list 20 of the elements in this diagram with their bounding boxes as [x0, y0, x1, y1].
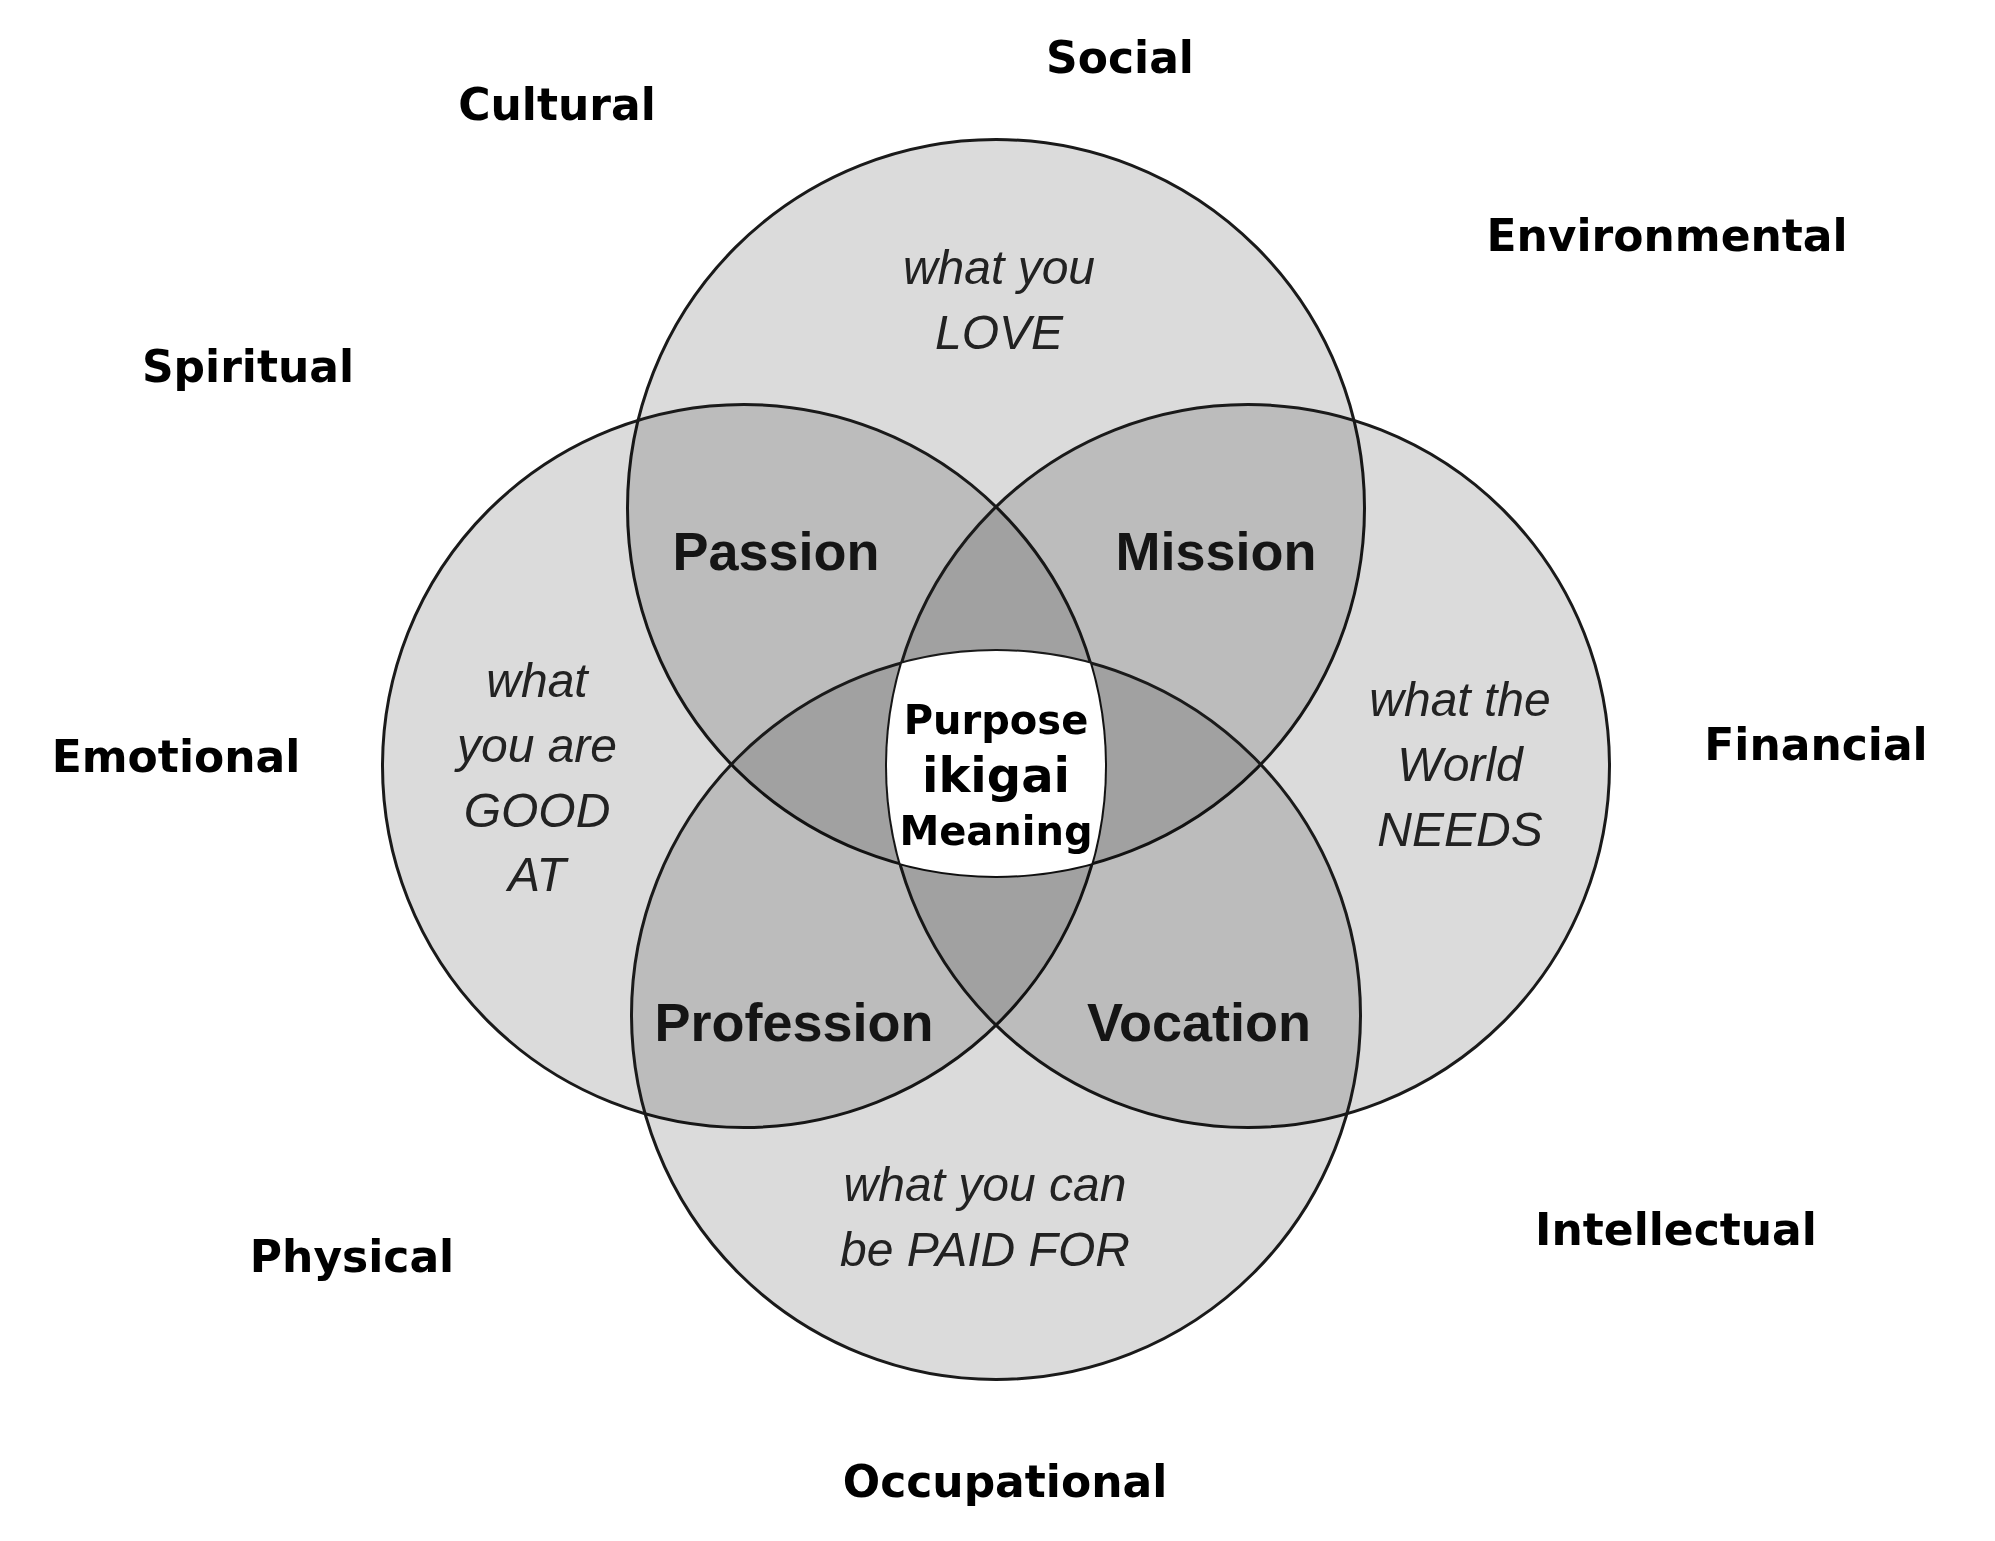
region-label: Vocation — [1087, 991, 1311, 1053]
dimension-label: Intellectual — [1535, 1203, 1817, 1255]
circle-caption: what the World NEEDS — [1368, 671, 1552, 858]
dimension-label: Cultural — [458, 78, 656, 130]
dimension-label: Financial — [1704, 718, 1928, 770]
circle-caption: what you can be PAID FOR — [839, 1157, 1131, 1278]
dimension-label: Occupational — [842, 1455, 1168, 1507]
dimension-label: Environmental — [1486, 209, 1848, 261]
dimension-label: Physical — [249, 1230, 455, 1282]
center-label: Purpose — [903, 697, 1089, 743]
dimension-label: Emotional — [51, 730, 301, 782]
circle-caption: what you LOVE — [901, 240, 1097, 361]
circle-caption: what you are GOOD AT — [453, 653, 619, 904]
region-label: Passion — [672, 520, 880, 582]
center-label: ikigai — [922, 747, 1070, 803]
dimension-label: Social — [1046, 31, 1194, 83]
region-label: Mission — [1115, 520, 1317, 582]
region-label: Profession — [654, 991, 934, 1053]
center-label: Meaning — [899, 808, 1093, 854]
dimension-label: Spiritual — [141, 340, 355, 392]
